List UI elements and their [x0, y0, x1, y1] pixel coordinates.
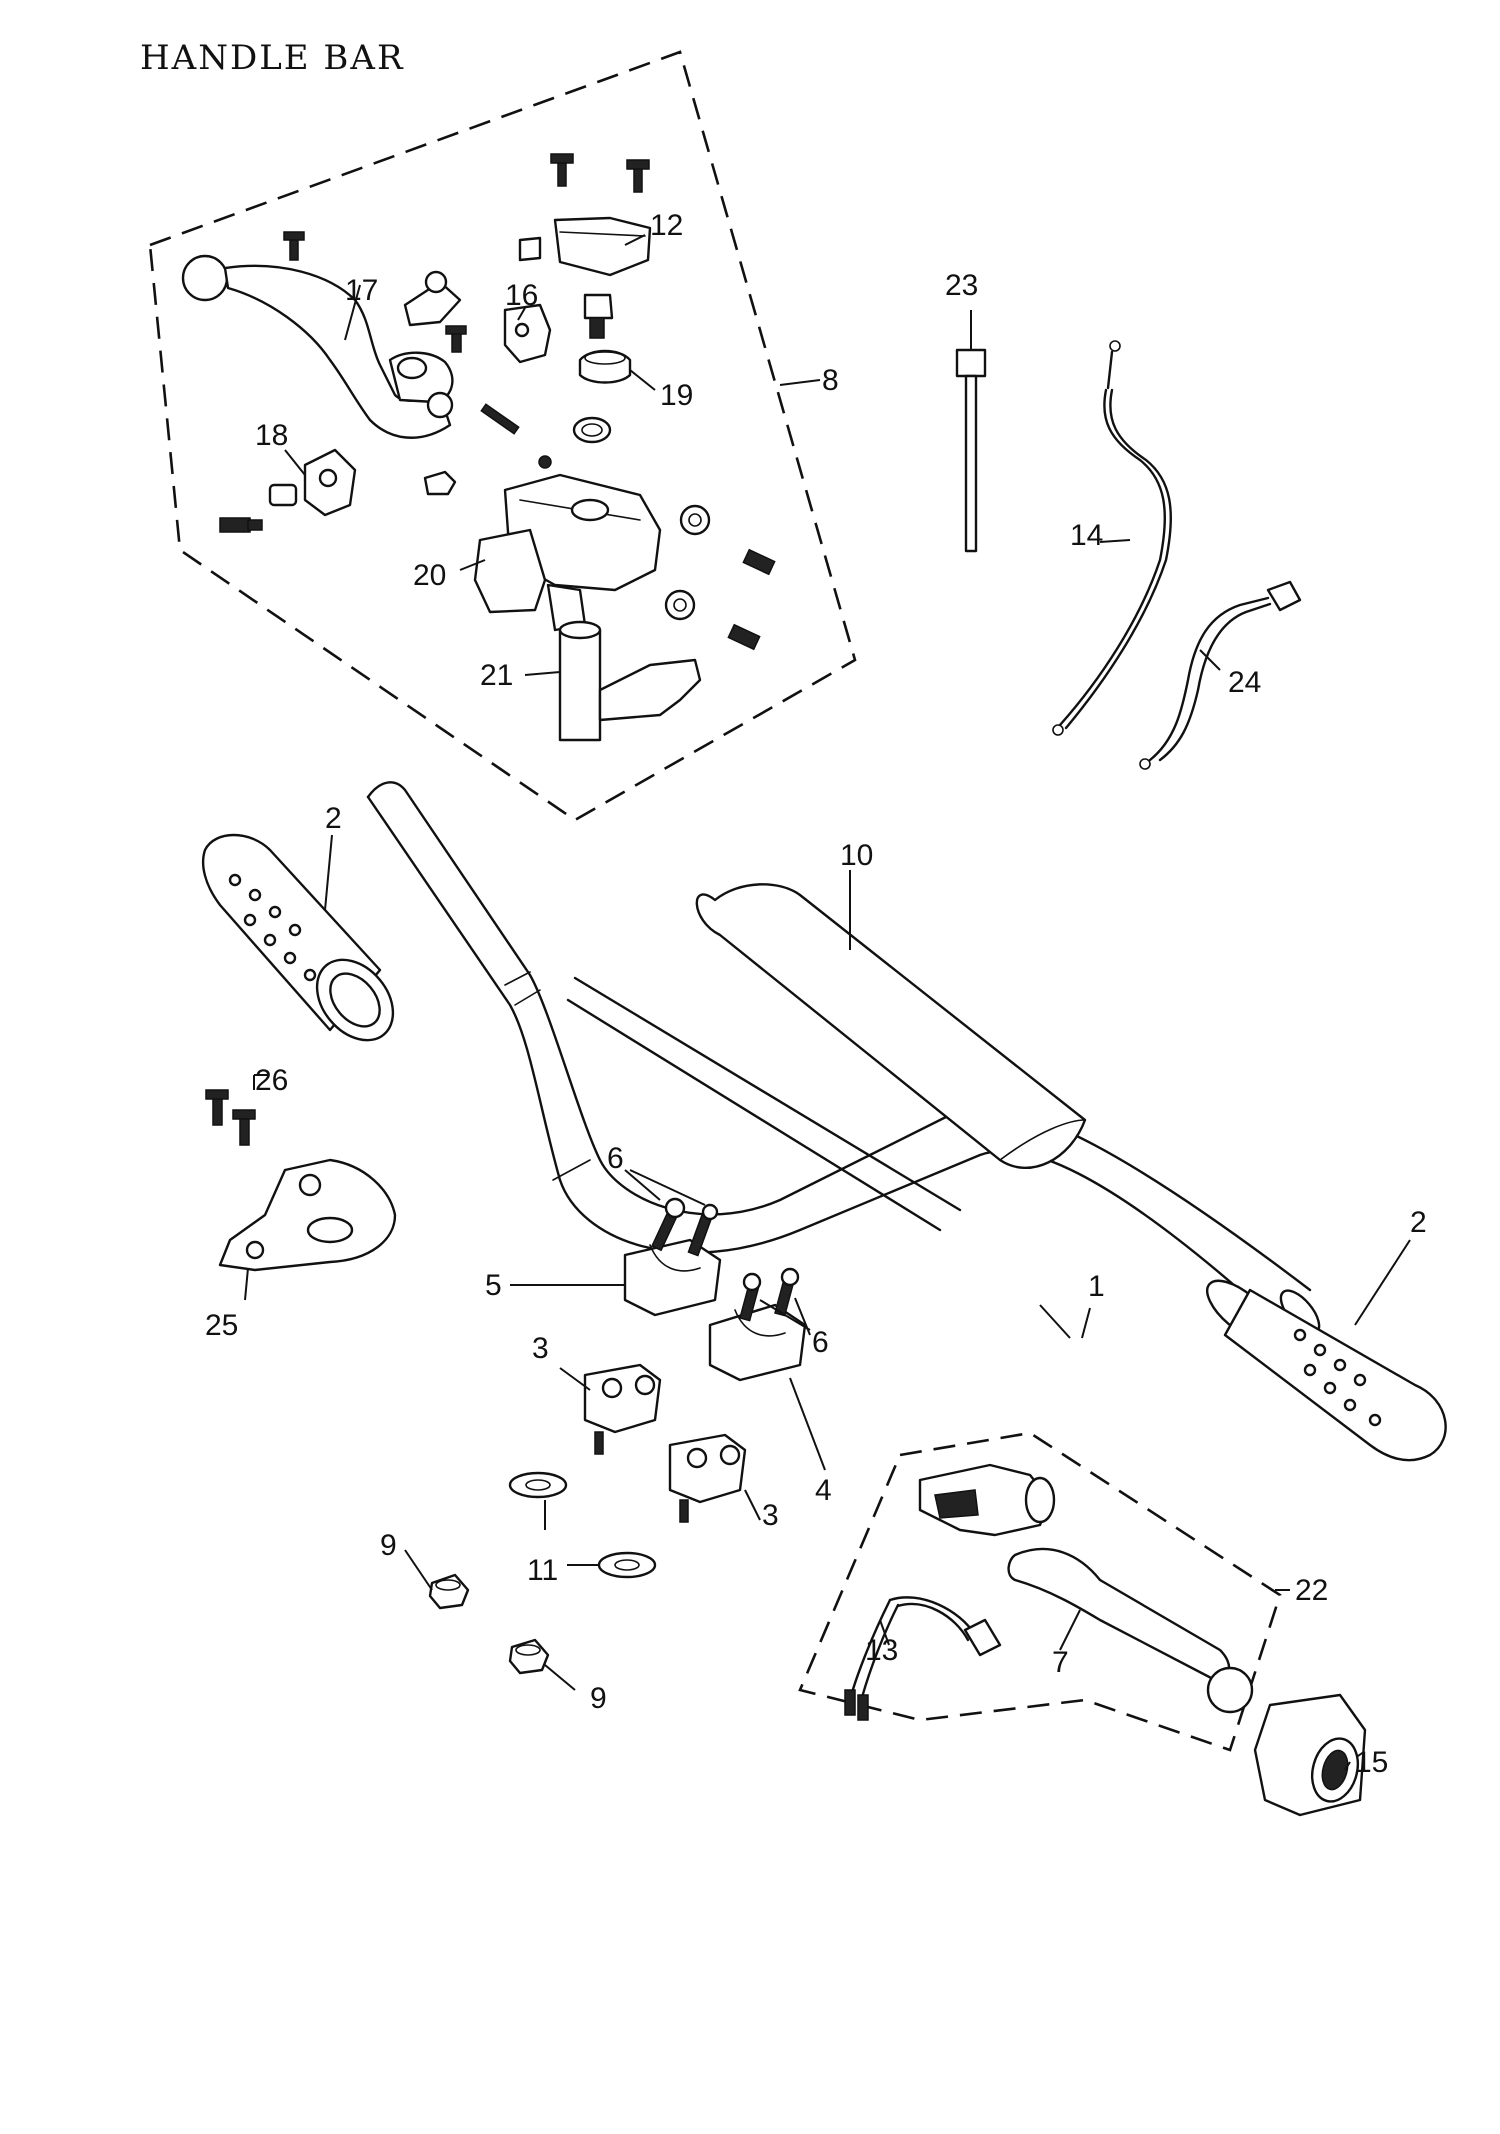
nut-a [423, 470, 457, 496]
callout-10: 10 [840, 839, 873, 872]
adjuster-screw-b [727, 623, 761, 651]
callout-6a: 6 [607, 1142, 624, 1175]
reservoir-cap-12 [553, 216, 652, 277]
lower-clamp-3a [583, 1363, 662, 1455]
callout-24: 24 [1228, 666, 1261, 699]
callout-12: 12 [650, 209, 683, 242]
callout-18: 18 [255, 419, 288, 452]
bracket-16 [503, 303, 552, 364]
upper-clamp-5 [623, 1238, 722, 1317]
callout-4: 4 [815, 1474, 832, 1507]
nut-9b [508, 1638, 550, 1675]
page-title: HANDLE BAR [140, 38, 405, 78]
washers-11 [508, 1471, 657, 1579]
brake-lever-17 [181, 254, 454, 439]
callout-3b: 3 [762, 1499, 779, 1532]
callout-labels: 1 2 2 3 3 4 5 6 6 7 8 9 9 10 11 12 13 14… [205, 209, 1427, 1779]
callout-3a: 3 [532, 1332, 549, 1365]
lever-pivot-plate [403, 270, 462, 327]
bolt-diagonal [480, 403, 520, 435]
leader-lines [244, 234, 1411, 1771]
grip-2-left [201, 833, 395, 1042]
callout-1: 1 [1088, 1270, 1105, 1303]
callout-7: 7 [1052, 1646, 1069, 1679]
plate-25 [218, 1158, 397, 1272]
cap-screw-left [550, 153, 574, 187]
adjuster-screw-a [742, 548, 776, 576]
callout-19: 19 [660, 379, 693, 412]
lower-clamp-3b [668, 1433, 747, 1523]
small-ball [538, 455, 552, 469]
assembly-22-outline [798, 1431, 1282, 1752]
callout-9a: 9 [380, 1529, 397, 1562]
mirror-nut-b [664, 589, 696, 621]
switch-wire-24 [1139, 580, 1302, 770]
callout-11: 11 [527, 1554, 558, 1587]
screws-26 [205, 1089, 256, 1146]
callout-13: 13 [865, 1634, 898, 1667]
banjo-bolt [583, 293, 614, 339]
clutch-perch [918, 1463, 1056, 1537]
clamp-bolts-6b [739, 1267, 800, 1322]
callout-21: 21 [480, 659, 513, 692]
callout-25: 25 [205, 1309, 238, 1342]
callout-26: 26 [255, 1064, 288, 1097]
callout-23: 23 [945, 269, 978, 302]
callout-14: 14 [1070, 519, 1103, 552]
callout-15: 15 [1355, 1746, 1388, 1779]
throttle-cable-14 [1052, 340, 1172, 736]
throttle-housing-15 [1253, 1693, 1367, 1817]
reservoir-diaphragm [518, 236, 542, 262]
cap-screw-right [626, 159, 650, 193]
callout-6b: 6 [812, 1326, 829, 1359]
throttle-tube-21 [558, 620, 702, 742]
small-bolt-a [445, 325, 467, 353]
crossbar-pad-10 [695, 883, 1087, 1170]
grip-2-right [1206, 1279, 1447, 1462]
callout-20: 20 [413, 559, 446, 592]
clutch-lever-7 [1007, 1547, 1254, 1714]
callout-2a: 2 [325, 802, 342, 835]
clutch-switch-wire-13 [844, 1596, 1002, 1721]
callout-22: 22 [1295, 1574, 1328, 1607]
callout-8: 8 [822, 364, 839, 397]
master-cylinder-20 [473, 473, 662, 632]
clamp-bolts-6a [651, 1197, 719, 1257]
clamp-19 [578, 349, 632, 384]
cable-tie-23 [955, 348, 987, 553]
brake-switch-18 [219, 448, 357, 533]
callout-5: 5 [485, 1269, 502, 1302]
assembly-8-outline [148, 50, 857, 822]
callout-2b: 2 [1410, 1206, 1427, 1239]
lever-pivot-bolt [283, 231, 305, 261]
callout-17: 17 [345, 274, 378, 307]
callout-9b: 9 [590, 1682, 607, 1715]
mirror-nut-a [679, 504, 711, 536]
nut-9a [428, 1573, 470, 1610]
callout-16: 16 [505, 279, 538, 312]
seal-ring [572, 416, 612, 444]
upper-clamp-4 [708, 1303, 807, 1382]
